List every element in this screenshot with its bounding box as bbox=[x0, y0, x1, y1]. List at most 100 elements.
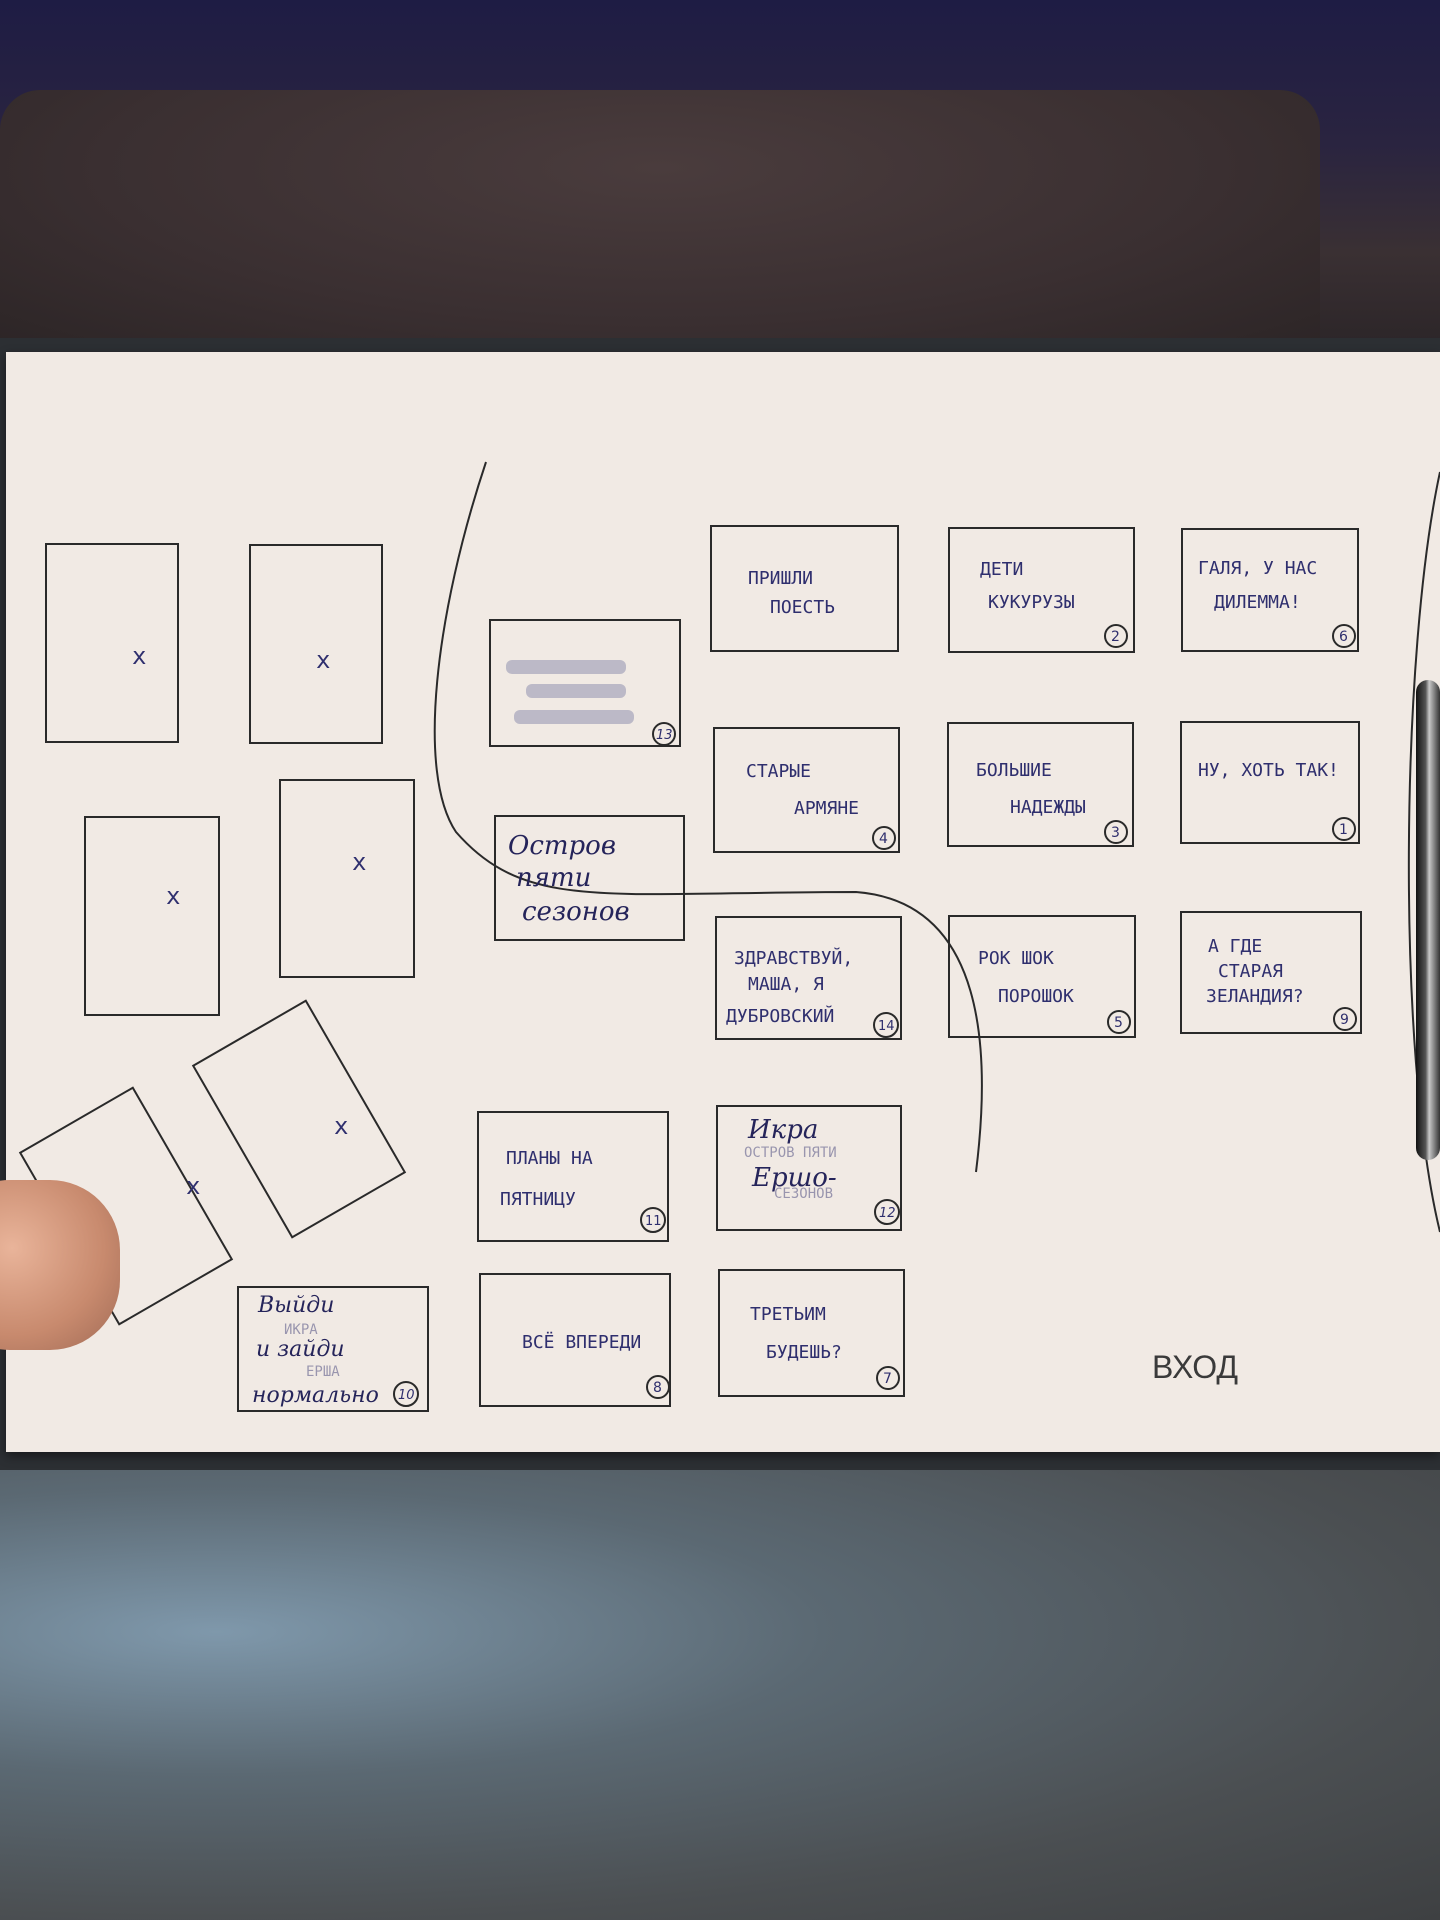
number-circle bbox=[393, 1381, 419, 1407]
table-number: 10 bbox=[398, 1388, 415, 1403]
table-label: нормально bbox=[252, 1383, 379, 1408]
x-mark: x bbox=[352, 848, 366, 876]
table-number: 2 bbox=[1111, 629, 1120, 645]
table-label: БОЛЬШИЕ bbox=[976, 760, 1052, 781]
x-mark: x bbox=[132, 642, 146, 670]
table-number: 8 bbox=[653, 1380, 662, 1396]
table-label: А ГДЕ bbox=[1208, 936, 1262, 957]
x-table-1[interactable] bbox=[45, 543, 179, 743]
table-prishli-poest[interactable] bbox=[710, 525, 899, 652]
table-label: БУДЕШЬ? bbox=[766, 1342, 842, 1363]
number-circle bbox=[1104, 624, 1128, 648]
table-number: 3 bbox=[1111, 825, 1120, 841]
table-label: ГАЛЯ, У НАС bbox=[1198, 558, 1317, 579]
table-surface bbox=[0, 1440, 1440, 1920]
holding-thumb bbox=[0, 1180, 120, 1350]
table-number: 6 bbox=[1339, 629, 1348, 645]
table-label: ПРИШЛИ bbox=[748, 568, 813, 589]
table-label: ДЕТИ bbox=[980, 559, 1023, 580]
table-11[interactable] bbox=[477, 1111, 669, 1242]
aisle-curve bbox=[433, 461, 983, 1173]
table-label: РОК ШОК bbox=[978, 948, 1054, 969]
number-circle bbox=[1332, 624, 1356, 648]
table-label: НУ, ХОТЬ ТАК! bbox=[1198, 760, 1339, 781]
table-label: ПОЕСТЬ bbox=[770, 597, 835, 618]
table-label: ДУБРОВСКИЙ bbox=[726, 1005, 834, 1027]
table-2[interactable] bbox=[948, 527, 1135, 653]
table-label: Выйди bbox=[257, 1293, 334, 1318]
table-number: 4 bbox=[879, 831, 888, 847]
table-4[interactable] bbox=[713, 727, 900, 853]
erased-label: СЕЗОНОВ bbox=[774, 1186, 833, 1202]
table-label: ТРЕТЬИМ bbox=[750, 1304, 826, 1325]
table-label: и зайди bbox=[256, 1337, 345, 1362]
table-label: КУКУРУЗЫ bbox=[988, 592, 1075, 613]
x-table-4[interactable] bbox=[279, 779, 415, 978]
table-number: 11 bbox=[645, 1214, 662, 1229]
x-table-2[interactable] bbox=[249, 544, 383, 744]
number-circle bbox=[640, 1207, 666, 1233]
table-13[interactable] bbox=[489, 619, 681, 747]
table-pyati-sezonov[interactable] bbox=[494, 815, 685, 941]
number-circle bbox=[1104, 820, 1128, 844]
table-label: ПЯТНИЦУ bbox=[500, 1189, 576, 1210]
binder-clip bbox=[1416, 680, 1440, 1160]
x-table-6[interactable] bbox=[191, 999, 407, 1239]
scribbled-text bbox=[526, 684, 626, 698]
table-label: НАДЕЖДЫ bbox=[1010, 797, 1086, 818]
scribbled-text bbox=[506, 660, 626, 674]
number-circle bbox=[652, 722, 676, 746]
table-9[interactable] bbox=[1180, 911, 1362, 1034]
table-number: 7 bbox=[883, 1371, 892, 1387]
table-number: 5 bbox=[1114, 1015, 1123, 1031]
table-number: 12 bbox=[879, 1206, 896, 1221]
table-label: сезонов bbox=[522, 897, 630, 927]
table-label: МАША, Я bbox=[748, 974, 824, 995]
seating-plan: x x x x x x ПРИШЛИ ПОЕСТЬ ДЕТИ КУКУРУЗЫ … bbox=[18, 461, 1440, 1412]
table-label: Ершо- bbox=[751, 1163, 837, 1193]
table-8[interactable] bbox=[479, 1273, 671, 1407]
table-3[interactable] bbox=[947, 722, 1134, 847]
table-number: 9 bbox=[1340, 1012, 1349, 1028]
number-circle bbox=[872, 826, 896, 850]
table-7[interactable] bbox=[718, 1269, 905, 1397]
number-circle bbox=[873, 1012, 899, 1038]
seating-plan-sheet bbox=[6, 352, 1440, 1452]
table-label: пяти bbox=[516, 863, 591, 893]
table-5[interactable] bbox=[948, 915, 1136, 1038]
table-label: СТАРАЯ bbox=[1218, 961, 1283, 982]
x-table-3[interactable] bbox=[84, 816, 220, 1016]
erased-label: ЕРША bbox=[306, 1364, 340, 1380]
table-label: Остров bbox=[508, 831, 616, 861]
table-number: 1 bbox=[1339, 822, 1348, 838]
number-circle bbox=[1107, 1010, 1131, 1034]
number-circle bbox=[874, 1199, 900, 1225]
table-14[interactable] bbox=[715, 916, 902, 1040]
background-sofa bbox=[0, 90, 1320, 350]
table-label: ПОРОШОК bbox=[998, 986, 1074, 1007]
table-label: СТАРЫЕ bbox=[746, 761, 811, 782]
table-label: ВСЁ ВПЕРЕДИ bbox=[522, 1332, 641, 1353]
table-12[interactable] bbox=[716, 1105, 902, 1231]
table-label: ЗЕЛАНДИЯ? bbox=[1206, 986, 1304, 1007]
table-6[interactable] bbox=[1181, 528, 1359, 652]
x-mark: x bbox=[186, 1172, 200, 1200]
table-1[interactable] bbox=[1180, 721, 1360, 844]
number-circle bbox=[876, 1366, 900, 1390]
table-number: 13 bbox=[656, 728, 673, 743]
x-mark: x bbox=[316, 646, 330, 674]
table-label: АРМЯНЕ bbox=[794, 798, 859, 819]
erased-label: ИКРА bbox=[284, 1322, 318, 1338]
number-circle bbox=[1332, 817, 1356, 841]
table-label: ЗДРАВСТВУЙ, bbox=[734, 947, 853, 969]
x-mark: x bbox=[334, 1112, 348, 1140]
entrance-label: ВХОД bbox=[1152, 1349, 1238, 1385]
scribbled-text bbox=[514, 710, 634, 724]
table-label: Икра bbox=[747, 1115, 818, 1145]
table-number: 14 bbox=[878, 1019, 895, 1034]
erased-label: ОСТРОВ ПЯТИ bbox=[744, 1145, 837, 1161]
table-label: ДИЛЕММА! bbox=[1214, 592, 1301, 613]
number-circle bbox=[1333, 1007, 1357, 1031]
table-10[interactable] bbox=[237, 1286, 429, 1412]
table-label: ПЛАНЫ НА bbox=[506, 1148, 593, 1169]
